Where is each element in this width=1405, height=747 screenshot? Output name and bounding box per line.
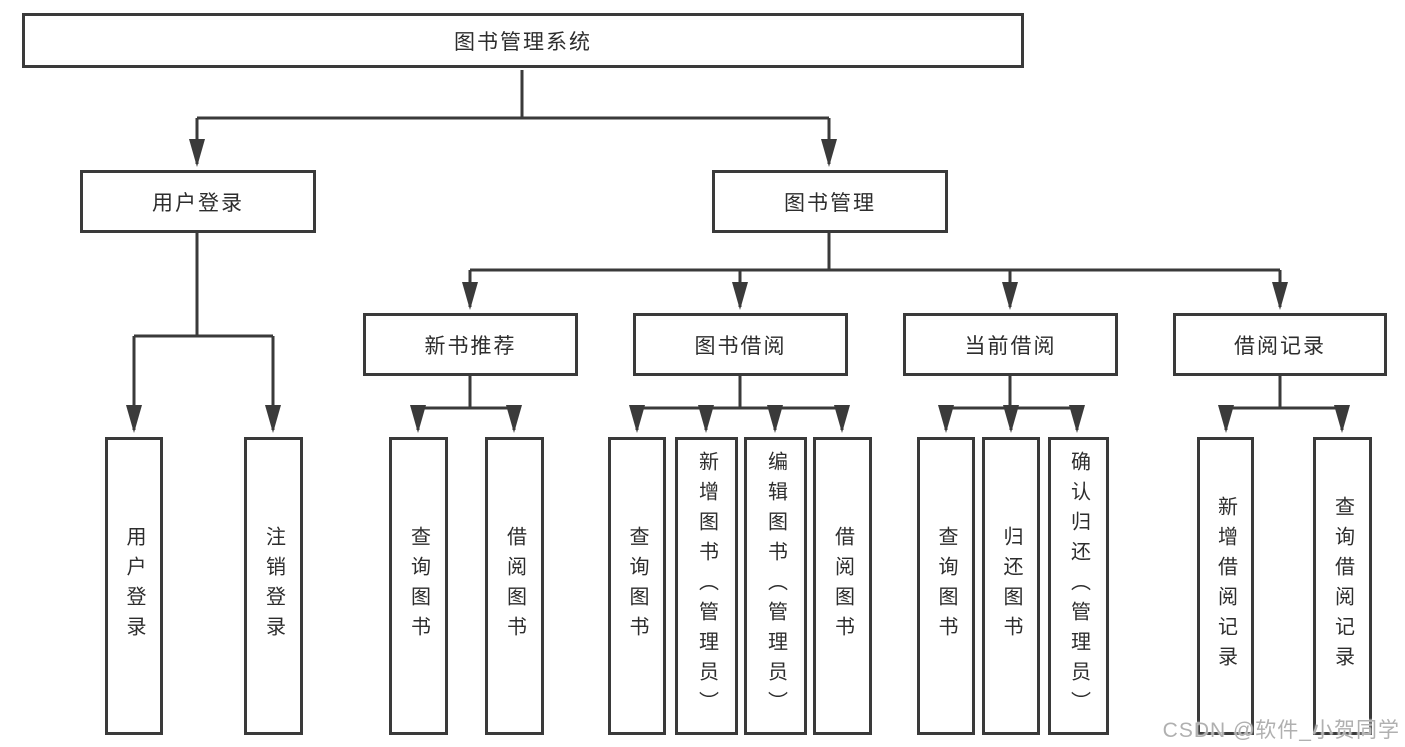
connector-book-borrow-trunk: [637, 376, 842, 410]
leaf-borrow-book-2-label: 借阅图书: [831, 526, 854, 646]
node-borrowing-record: 借阅记录: [1173, 313, 1387, 376]
connector-new-book-rec-trunk: [418, 376, 514, 410]
leaf-query-book-3-label: 查询图书: [935, 526, 957, 646]
leaf-add-book-admin-label: 新增图书（管理员）: [695, 451, 718, 721]
connector-book-mgmt-trunk: [470, 233, 1280, 272]
leaf-borrow-book-1: 借阅图书: [485, 437, 544, 735]
connector-current-borrow-trunk: [946, 376, 1077, 410]
leaf-borrow-book-2: 借阅图书: [813, 437, 872, 735]
leaf-query-borrow-record: 查询借阅记录: [1313, 437, 1372, 735]
leaf-logout: 注销登录: [244, 437, 303, 735]
leaf-query-borrow-record-label: 查询借阅记录: [1331, 496, 1354, 676]
leaf-add-borrow-record-label: 新增借阅记录: [1214, 496, 1237, 676]
leaf-user-login: 用户登录: [105, 437, 163, 735]
leaf-query-book-3: 查询图书: [917, 437, 975, 735]
node-book-management: 图书管理: [712, 170, 948, 233]
node-new-book-recommendation: 新书推荐: [363, 313, 578, 376]
leaf-confirm-return-admin: 确认归还（管理员）: [1048, 437, 1109, 735]
leaf-query-book-1: 查询图书: [389, 437, 448, 735]
leaf-borrow-book-1-label: 借阅图书: [503, 526, 526, 646]
leaf-confirm-return-admin-label: 确认归还（管理员）: [1067, 451, 1090, 721]
connector-root-trunk: [197, 70, 829, 120]
leaf-edit-book-admin: 编辑图书（管理员）: [744, 437, 807, 735]
node-book-borrowing: 图书借阅: [633, 313, 848, 376]
leaf-query-book-1-label: 查询图书: [407, 526, 430, 646]
leaf-logout-label: 注销登录: [262, 526, 285, 646]
node-user-login: 用户登录: [80, 170, 316, 233]
node-current-borrowing: 当前借阅: [903, 313, 1118, 376]
connector-borrow-record-trunk: [1226, 376, 1342, 410]
leaf-query-book-2-label: 查询图书: [626, 526, 648, 646]
leaf-return-book: 归还图书: [982, 437, 1040, 735]
node-library-management-system: 图书管理系统: [22, 13, 1024, 68]
leaf-add-borrow-record: 新增借阅记录: [1197, 437, 1254, 735]
leaf-query-book-2: 查询图书: [608, 437, 666, 735]
leaf-add-book-admin: 新增图书（管理员）: [675, 437, 738, 735]
leaf-user-login-label: 用户登录: [123, 526, 145, 646]
csdn-watermark: CSDN @软件_小贺同学: [1162, 719, 1400, 742]
leaf-edit-book-admin-label: 编辑图书（管理员）: [764, 451, 787, 721]
connector-user-login-trunk: [134, 233, 273, 338]
leaf-return-book-label: 归还图书: [1000, 526, 1022, 646]
